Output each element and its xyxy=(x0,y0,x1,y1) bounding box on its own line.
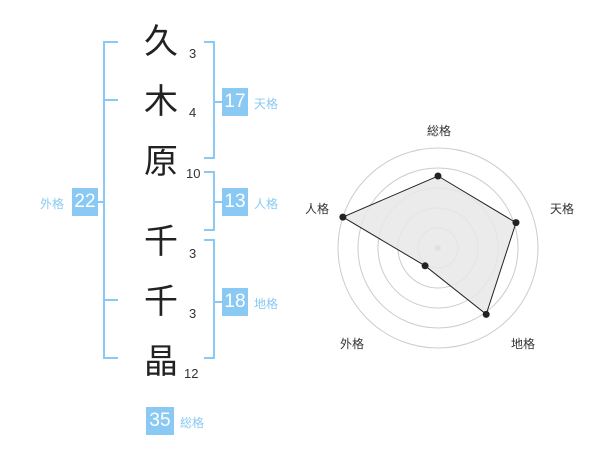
soukaku-badge: 35 xyxy=(146,407,174,435)
radar-point-tenkaku xyxy=(512,219,520,227)
radar-label-tenkaku: 天格 xyxy=(550,202,575,216)
radar-label-jinkaku: 人格 xyxy=(305,202,330,216)
stroke-count-3: 10 xyxy=(186,166,201,181)
chikaku-badge: 18 xyxy=(222,288,248,316)
chikaku-label: 地格 xyxy=(254,297,279,311)
jinkaku-badge: 13 xyxy=(222,188,248,216)
tenkaku-label: 天格 xyxy=(254,97,279,111)
name-char-1: 久 xyxy=(144,22,178,62)
radar-point-gaikaku xyxy=(421,262,429,270)
radar-label-soukaku: 総格 xyxy=(427,124,452,138)
soukaku-label: 総格 xyxy=(180,416,205,430)
chikaku-bracket xyxy=(204,239,215,359)
stroke-count-4: 3 xyxy=(189,246,197,261)
radar-grid-ring xyxy=(337,147,539,349)
radar-chart xyxy=(337,147,539,349)
name-char-2: 木 xyxy=(144,82,178,122)
radar-point-chikaku xyxy=(482,310,490,318)
radar-point-jinkaku xyxy=(339,213,347,221)
stroke-count-6: 12 xyxy=(184,366,199,381)
name-char-6: 晶 xyxy=(144,342,178,382)
gaikaku-label: 外格 xyxy=(40,197,65,211)
stroke-count-1: 3 xyxy=(189,46,197,61)
name-char-5: 千 xyxy=(144,282,178,322)
radar-label-chikaku: 地格 xyxy=(511,337,536,351)
radar-polygon xyxy=(341,175,517,316)
radar-grid-ring xyxy=(357,167,519,329)
name-char-3: 原 xyxy=(144,142,178,182)
name-char-4: 千 xyxy=(144,222,178,262)
gaikaku-bracket xyxy=(103,41,118,359)
jinkaku-label: 人格 xyxy=(254,197,279,211)
tenkaku-badge: 17 xyxy=(222,88,248,116)
tenkaku-bracket xyxy=(204,41,215,159)
radar-point-soukaku xyxy=(434,172,442,180)
stroke-count-2: 4 xyxy=(189,105,197,120)
radar-label-gaikaku: 外格 xyxy=(340,337,365,351)
stroke-count-5: 3 xyxy=(189,306,197,321)
jinkaku-bracket xyxy=(204,171,215,231)
gaikaku-badge: 22 xyxy=(72,188,98,216)
